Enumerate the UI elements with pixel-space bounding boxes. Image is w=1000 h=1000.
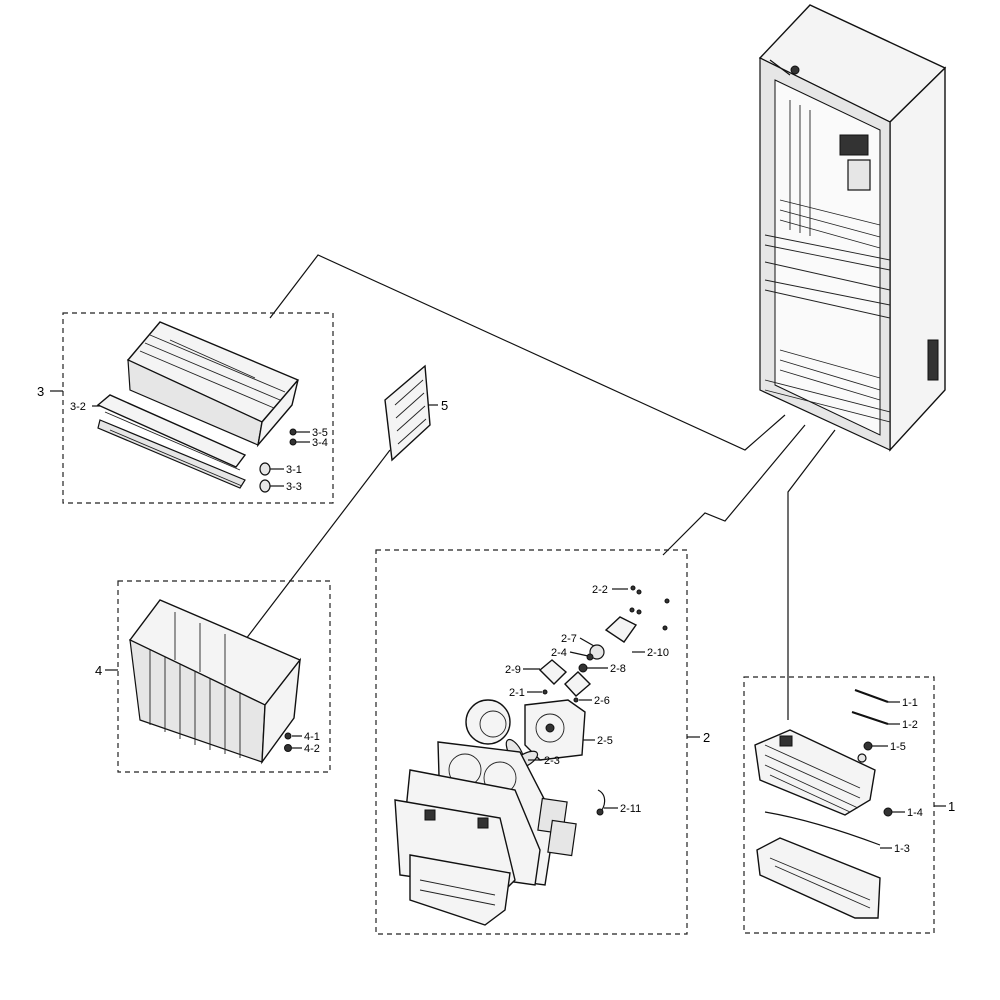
part-label-2-9: 2-9 [505, 664, 521, 676]
part-label-2-2: 2-2 [592, 584, 608, 596]
part-label-1-4: 1-4 [907, 807, 923, 819]
part-label-2-6: 2-6 [594, 695, 610, 707]
group-label-3: 3 [37, 384, 44, 399]
part-label-2-1: 2-1 [509, 687, 525, 699]
part-label-4-2: 4-2 [304, 743, 320, 755]
part-label-3-5: 3-5 [312, 427, 328, 439]
part-label-2-10: 2-10 [647, 647, 669, 659]
group-label-1: 1 [948, 799, 955, 814]
refrigerator-cabinet [758, 4, 947, 452]
part-label-1-1: 1-1 [902, 697, 918, 709]
group-2-assembly [375, 549, 700, 935]
part-label-1-2: 1-2 [902, 719, 918, 731]
part-label-3-2: 3-2 [70, 401, 86, 413]
group-label-4: 4 [95, 663, 102, 678]
group-4-assembly [105, 580, 331, 773]
group-3-assembly [50, 312, 334, 504]
part-label-2-5: 2-5 [597, 735, 613, 747]
part-label-3-3: 3-3 [286, 481, 302, 493]
connector-lines [235, 254, 836, 720]
group-label-2: 2 [703, 730, 710, 745]
part-label-2-8: 2-8 [610, 663, 626, 675]
part-label-2-4: 2-4 [551, 647, 567, 659]
part-label-3-1: 3-1 [286, 464, 302, 476]
part-label-2-11: 2-11 [620, 803, 641, 815]
part-label-2-7: 2-7 [561, 633, 577, 645]
group-1-assembly [743, 676, 946, 934]
part-label-3-4: 3-4 [312, 437, 328, 449]
part-label-1-3: 1-3 [894, 843, 910, 855]
part-label-2-3: 2-3 [544, 755, 560, 767]
group-label-5: 5 [441, 398, 448, 413]
part-label-4-1: 4-1 [304, 731, 320, 743]
part-label-1-5: 1-5 [890, 741, 906, 753]
part-5-divider [384, 364, 438, 462]
